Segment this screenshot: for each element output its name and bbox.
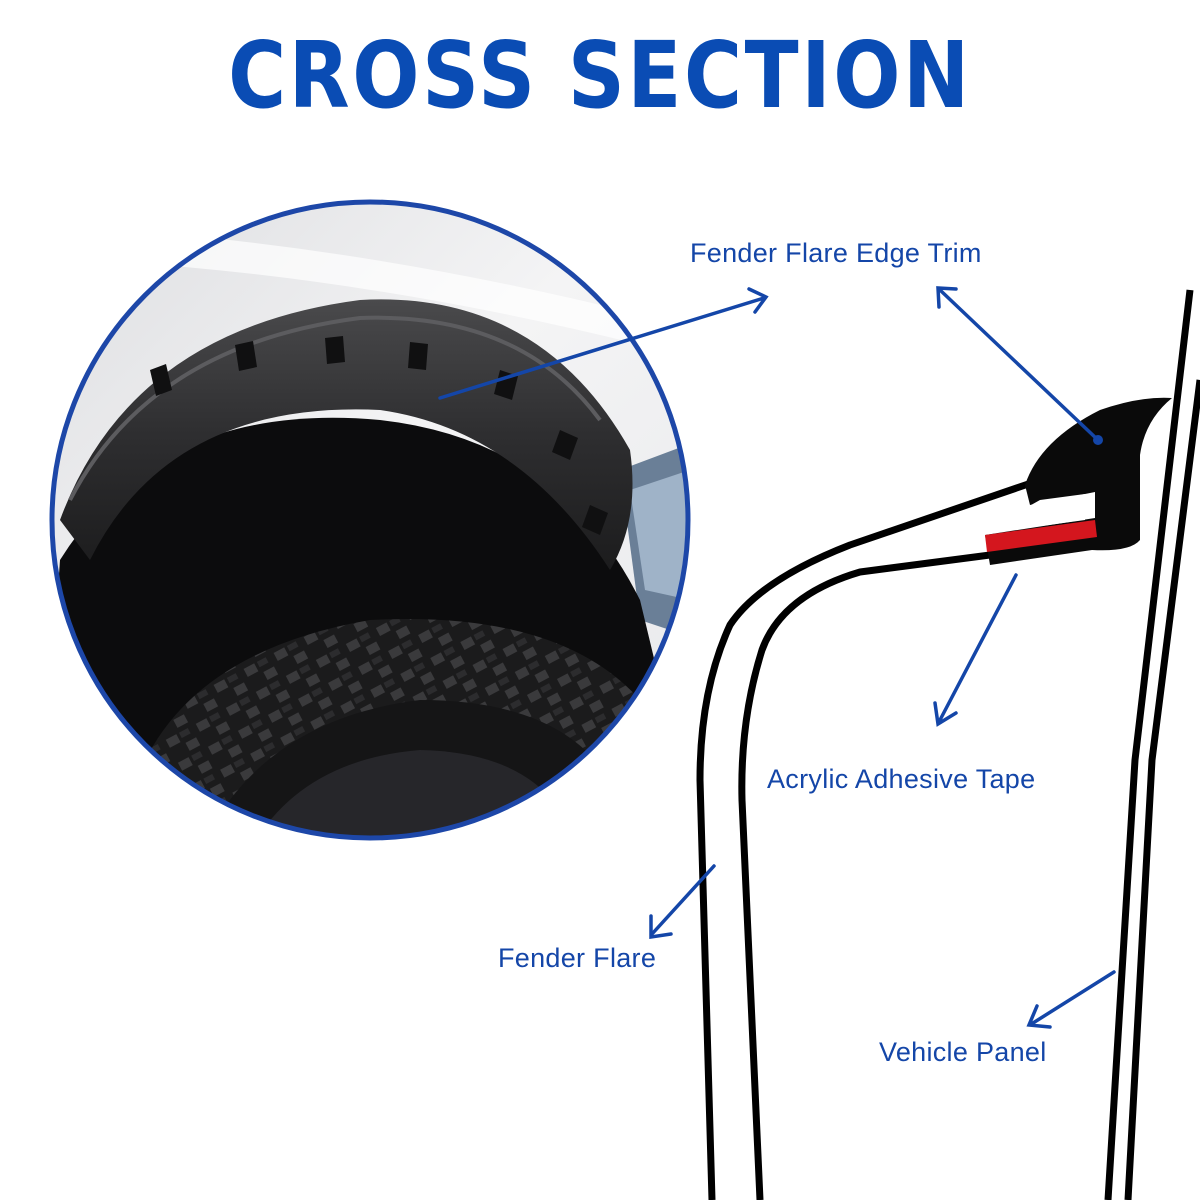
label-vehicle-panel: Vehicle Panel xyxy=(879,1037,1047,1067)
page-title: CROSS SECTION xyxy=(228,22,972,129)
label-adhesive-tape: Acrylic Adhesive Tape xyxy=(767,764,1036,794)
fender-flare-photo xyxy=(52,202,688,838)
trim-pointer-dot xyxy=(1093,435,1103,445)
adhesive-tape-shape xyxy=(985,520,1097,552)
arrows xyxy=(438,286,1116,1029)
label-fender-flare: Fender Flare xyxy=(498,943,657,973)
label-edge-trim: Fender Flare Edge Trim xyxy=(690,238,982,268)
vehicle-panel-outline xyxy=(1104,289,1200,1200)
trim-slot xyxy=(990,494,1085,533)
edge-trim-shape xyxy=(985,397,1172,565)
photo-circle-border xyxy=(49,199,691,841)
fender-flare-outline xyxy=(696,476,1042,1200)
